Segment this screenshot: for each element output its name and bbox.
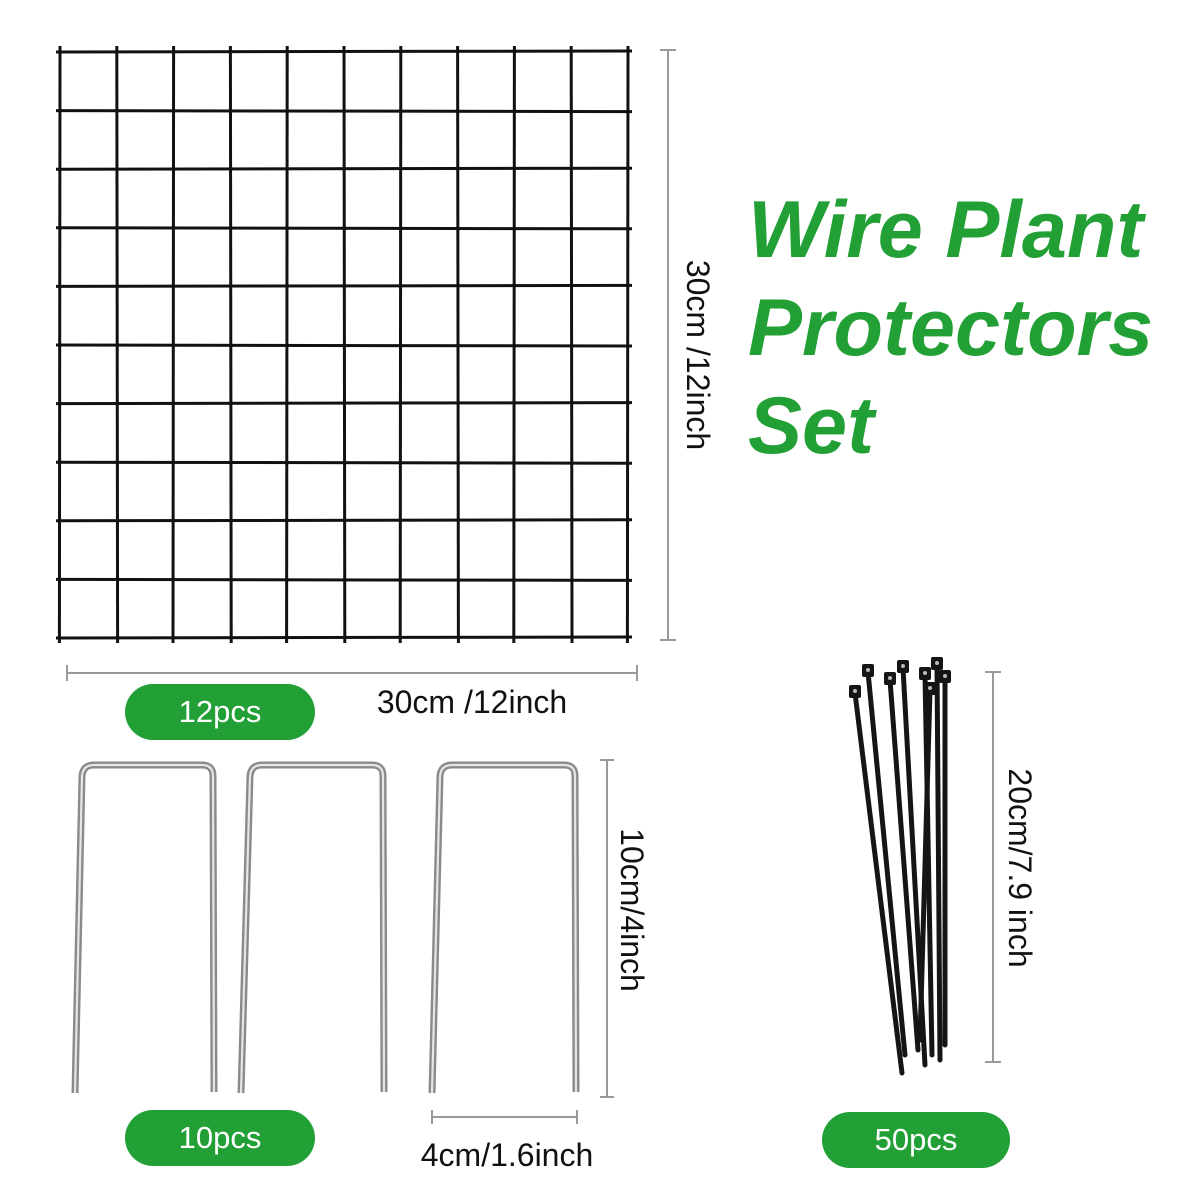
stake-quantity-badge: 10pcs — [125, 1110, 315, 1166]
u-stake — [428, 761, 580, 1094]
mesh-quantity-text: 12pcs — [178, 694, 262, 729]
cable-tie-head-slot — [928, 686, 932, 690]
tie-quantity-badge: 50pcs — [822, 1112, 1010, 1168]
cable-tie-strap — [887, 677, 921, 1053]
product-title-line-3: Set — [748, 381, 875, 471]
mesh-horizontal-wire — [55, 577, 633, 582]
cable-ties-bundle — [849, 657, 951, 1076]
cable-tie-head-slot — [888, 676, 892, 680]
u-stake — [237, 761, 388, 1094]
mesh-horizontal-wire — [55, 635, 633, 640]
tie-quantity-text: 50pcs — [874, 1122, 958, 1157]
mesh-horizontal-wire — [55, 109, 633, 114]
mesh-horizontal-wire — [55, 166, 633, 171]
stake-height-dimension-line — [600, 759, 614, 1098]
stake-quantity-text: 10pcs — [178, 1120, 262, 1155]
cable-tie-head-slot — [943, 674, 947, 678]
cable-tie-head-slot — [866, 668, 870, 672]
stake-height-label: 10cm/4inch — [614, 828, 650, 992]
ground-stakes — [71, 761, 580, 1094]
cable-tie-head-slot — [935, 661, 939, 665]
product-title-line-1: Wire Plant — [748, 185, 1144, 275]
cable-tie-strap — [934, 662, 943, 1063]
cable-tie-strap — [865, 669, 908, 1058]
tie-length-dimension-line — [985, 671, 1001, 1063]
mesh-horizontal-wire — [55, 49, 633, 54]
product-title-line-2: Protectors — [748, 283, 1154, 373]
cable-tie-head-slot — [853, 689, 857, 693]
wire-mesh-panel — [55, 45, 633, 644]
mesh-horizontal-wire — [55, 283, 633, 288]
cable-tie-head-slot — [901, 664, 905, 668]
mesh-height-label: 30cm /12inch — [680, 259, 716, 451]
mesh-horizontal-wire — [55, 401, 633, 406]
tie-length-label: 20cm/7.9 inch — [1002, 768, 1038, 968]
cable-tie-strap — [852, 690, 905, 1076]
mesh-horizontal-wire — [55, 343, 633, 348]
cable-tie-head-slot — [923, 671, 927, 675]
stake-width-label: 4cm/1.6inch — [420, 1137, 594, 1173]
mesh-horizontal-wire — [55, 518, 633, 523]
mesh-width-label: 30cm /12inch — [376, 684, 568, 720]
cable-tie-strap — [917, 687, 933, 1043]
mesh-horizontal-wire — [55, 226, 633, 231]
mesh-width-dimension-line — [66, 665, 638, 681]
mesh-quantity-badge: 12pcs — [125, 684, 315, 740]
mesh-horizontal-wire — [55, 460, 633, 465]
stake-width-dimension-line — [431, 1110, 578, 1124]
mesh-height-dimension-line — [660, 49, 676, 641]
u-stake — [71, 761, 218, 1094]
